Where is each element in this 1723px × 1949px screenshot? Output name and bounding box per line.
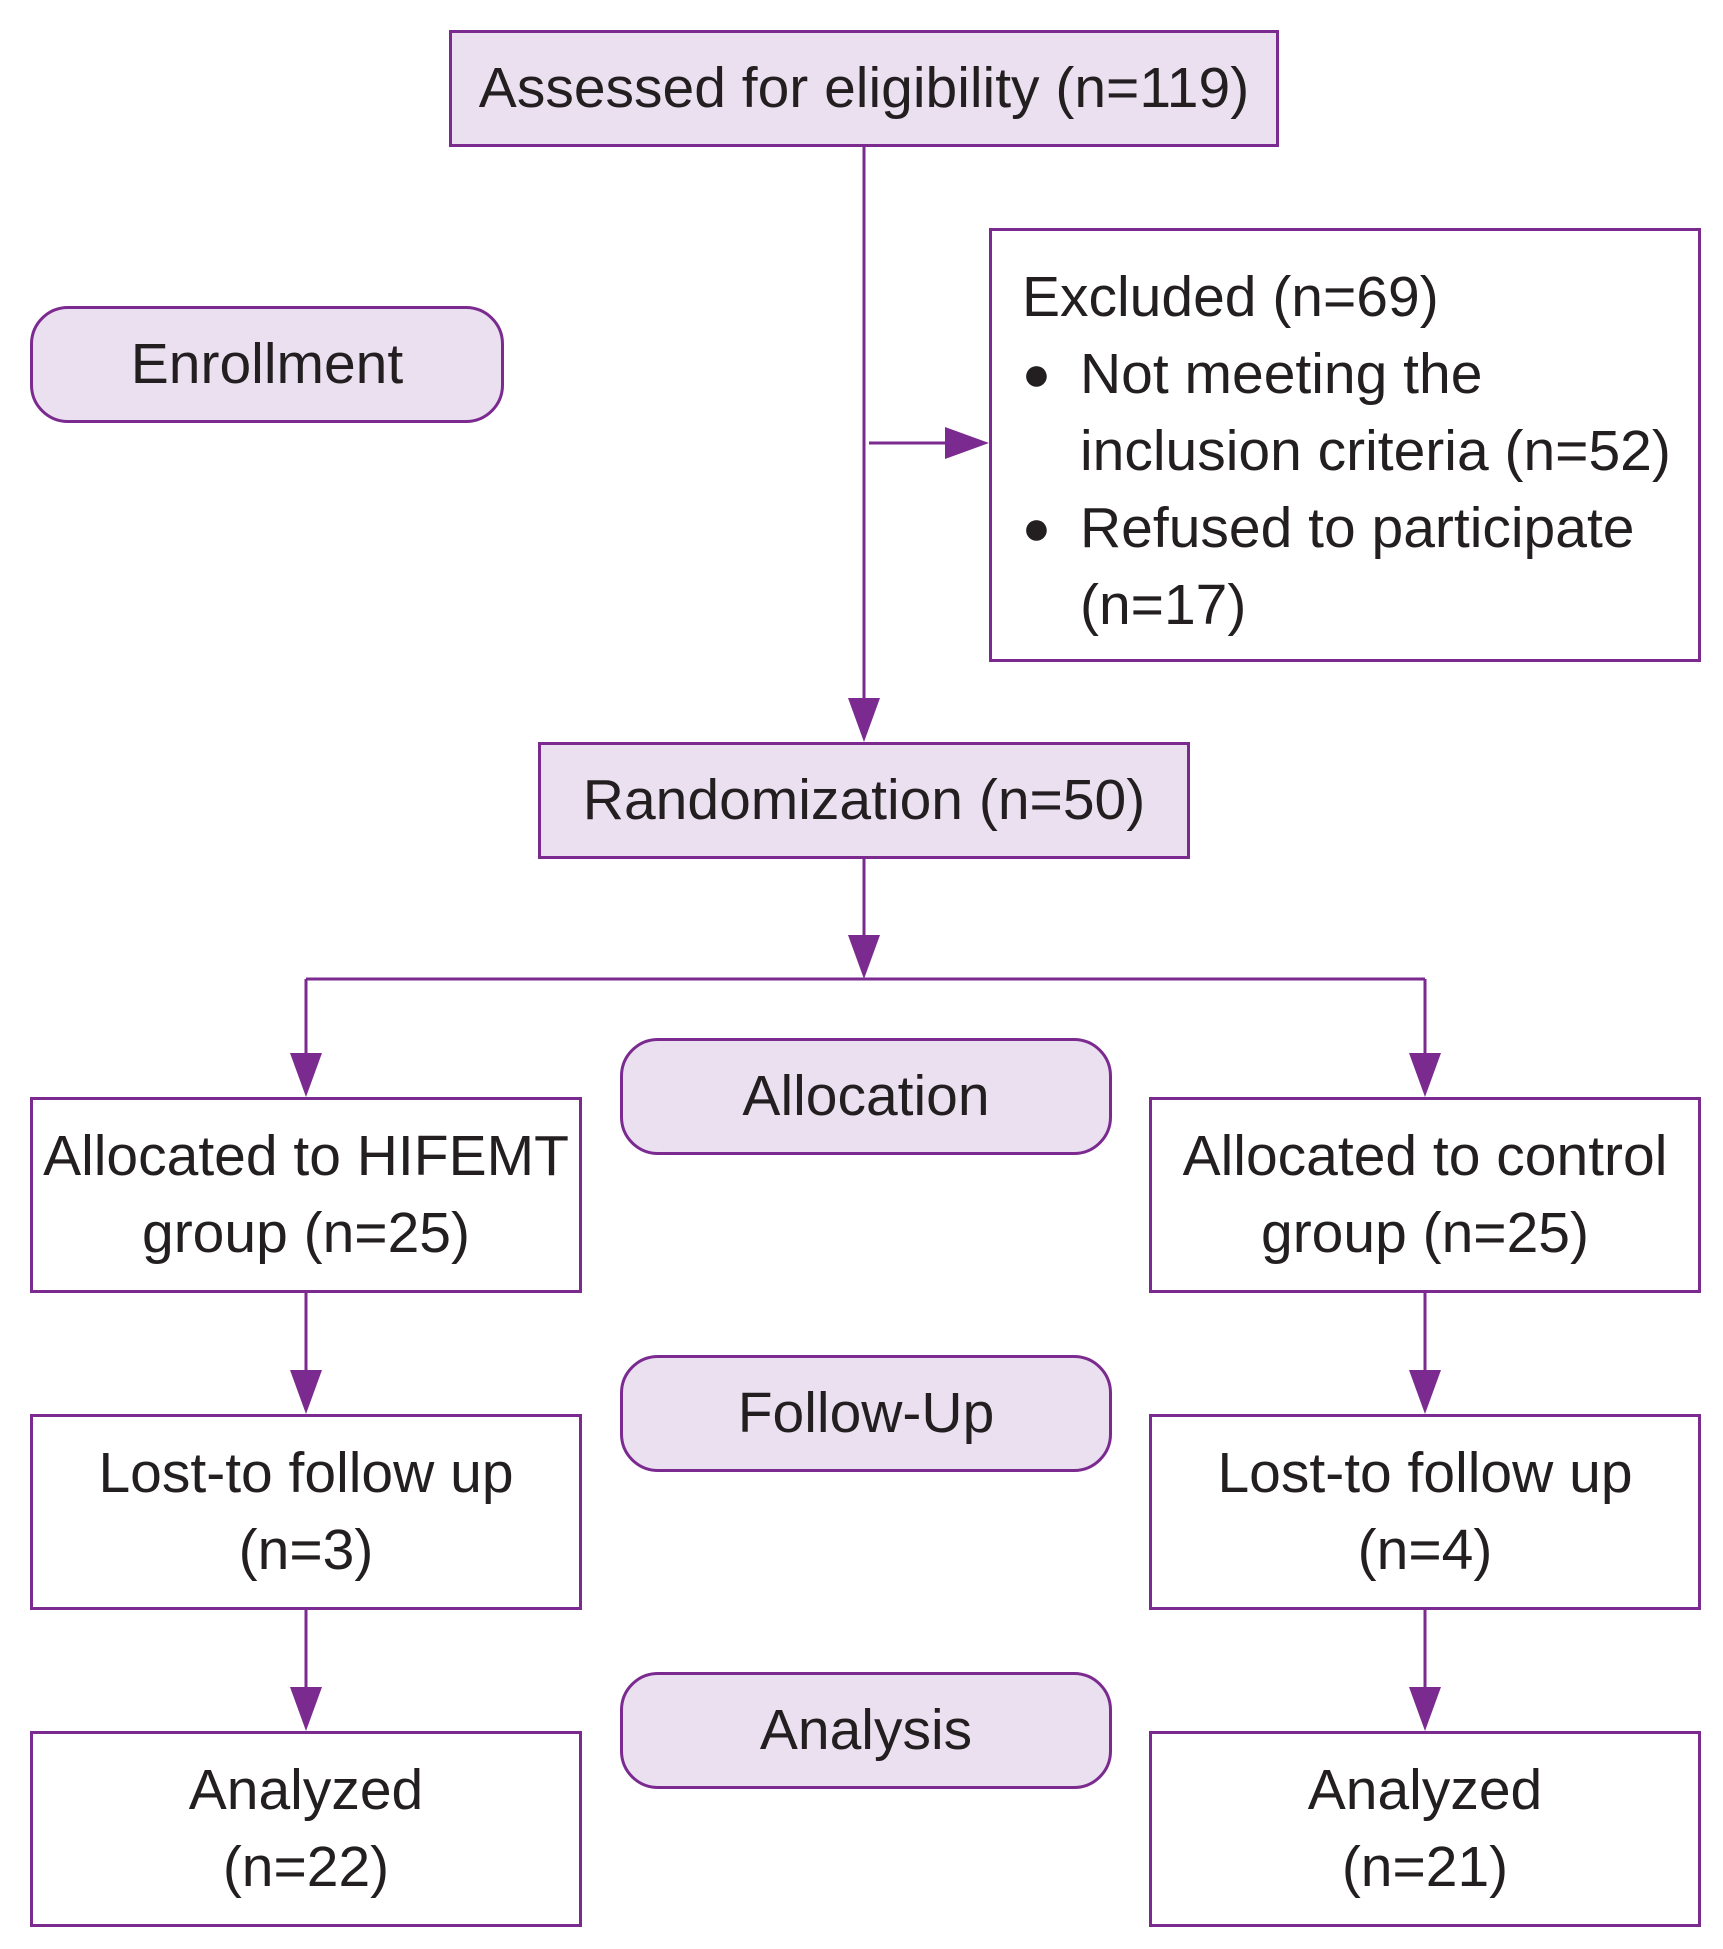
bullet-icon: ● — [1022, 348, 1051, 401]
excluded-box: Excluded (n=69) ● Not meeting the inclus… — [989, 228, 1701, 662]
assessed-label: Assessed for eligibility (n=119) — [478, 56, 1250, 120]
excluded-item-line: inclusion criteria (n=52) — [1080, 419, 1671, 483]
stage-analysis-label: Analysis — [759, 1698, 973, 1762]
control-allocated-line: group (n=25) — [1261, 1201, 1589, 1265]
control-lost-line: Lost-to follow up — [1217, 1441, 1633, 1505]
arrowhead-excluded — [945, 427, 989, 459]
arrowhead-split — [848, 935, 880, 979]
stage-follow-up-label: Follow-Up — [737, 1381, 995, 1445]
stage-enrollment-label: Enrollment — [130, 332, 404, 396]
hifemt-lost-line: (n=3) — [238, 1518, 374, 1582]
excluded-item-refused: ● Refused to participate (n=17) — [1022, 490, 1635, 644]
stage-follow-up: Follow-Up — [620, 1355, 1112, 1472]
hifemt-allocated-box: Allocated to HIFEMT group (n=25) — [30, 1097, 582, 1293]
arrowhead-control-allocated — [1409, 1053, 1441, 1097]
hifemt-analyzed-box: Analyzed (n=22) — [30, 1731, 582, 1927]
control-allocated-line: Allocated to control — [1182, 1124, 1668, 1188]
arrowhead-hifemt-allocated — [290, 1053, 322, 1097]
hifemt-allocated-line: Allocated to HIFEMT — [43, 1124, 569, 1188]
excluded-title: Excluded (n=69) — [1022, 265, 1439, 329]
stage-allocation-label: Allocation — [742, 1064, 990, 1128]
control-allocated-box: Allocated to control group (n=25) — [1149, 1097, 1701, 1293]
control-analyzed-line: (n=21) — [1341, 1835, 1509, 1899]
arrowhead-hifemt-lost — [290, 1370, 322, 1414]
bullet-icon: ● — [1022, 502, 1051, 555]
excluded-item-not-meeting: ● Not meeting the inclusion criteria (n=… — [1022, 336, 1671, 490]
excluded-item-line: Not meeting the — [1080, 342, 1483, 406]
randomization-box: Randomization (n=50) — [538, 742, 1190, 859]
arrowhead-hifemt-analyzed — [290, 1687, 322, 1731]
hifemt-analyzed-line: (n=22) — [222, 1835, 390, 1899]
hifemt-analyzed-line: Analyzed — [188, 1758, 424, 1822]
arrowhead-randomization — [848, 698, 880, 742]
randomization-label: Randomization (n=50) — [582, 768, 1146, 832]
control-analyzed-box: Analyzed (n=21) — [1149, 1731, 1701, 1927]
arrowhead-control-analyzed — [1409, 1687, 1441, 1731]
arrowhead-control-lost — [1409, 1370, 1441, 1414]
excluded-item-line: (n=17) — [1080, 573, 1247, 637]
control-lost-box: Lost-to follow up (n=4) — [1149, 1414, 1701, 1610]
excluded-item-line: Refused to participate — [1080, 496, 1635, 560]
control-lost-line: (n=4) — [1357, 1518, 1493, 1582]
stage-allocation: Allocation — [620, 1038, 1112, 1155]
stage-analysis: Analysis — [620, 1672, 1112, 1789]
hifemt-lost-box: Lost-to follow up (n=3) — [30, 1414, 582, 1610]
assessed-box: Assessed for eligibility (n=119) — [449, 30, 1279, 147]
hifemt-allocated-line: group (n=25) — [142, 1201, 470, 1265]
stage-enrollment: Enrollment — [30, 306, 504, 423]
control-analyzed-line: Analyzed — [1307, 1758, 1543, 1822]
hifemt-lost-line: Lost-to follow up — [98, 1441, 514, 1505]
